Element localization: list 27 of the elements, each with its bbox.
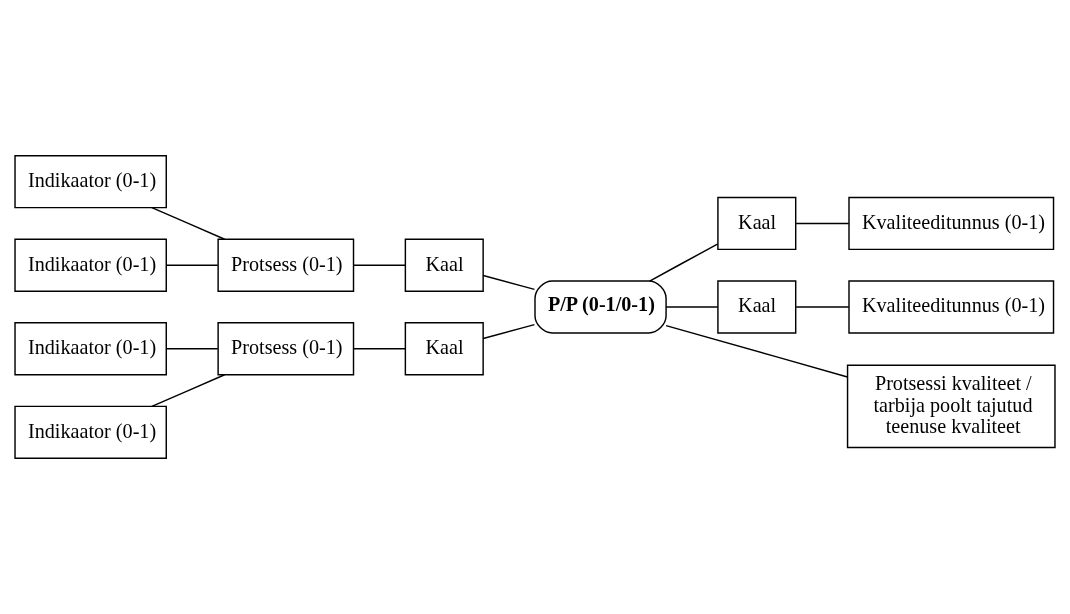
connector: [151, 206, 226, 240]
node-box: Indikaator (0-1): [14, 405, 167, 459]
connector: [165, 348, 219, 350]
node-box: Indikaator (0-1): [14, 155, 167, 209]
node-box: Indikaator (0-1): [14, 238, 167, 292]
node-box: Protsess (0-1): [217, 322, 355, 376]
node-box: Protsess (0-1): [217, 238, 355, 292]
node-box: Kaal: [404, 238, 484, 292]
connector: [795, 306, 850, 308]
connector: [482, 274, 536, 291]
node-box: Kaal: [717, 196, 797, 251]
connector: [482, 323, 536, 340]
node-box: Indikaator (0-1): [14, 322, 167, 376]
connector: [648, 243, 719, 282]
connector: [151, 374, 226, 408]
node-box: Kvaliteeditunnus (0-1): [848, 280, 1055, 334]
node-box: Protsessi kvaliteet / tarbija poolt tajutud teenuse kvaliteet: [846, 364, 1056, 449]
node-box: Kaal: [404, 322, 484, 376]
connector: [665, 324, 849, 378]
connector: [665, 306, 719, 308]
node-box: P/P (0-1/0-1): [534, 280, 667, 334]
connector: [795, 222, 850, 225]
connector: [352, 348, 407, 350]
node-box: Kvaliteeditunnus (0-1): [848, 196, 1055, 251]
connector: [352, 264, 407, 266]
node-box: Kaal: [717, 280, 797, 334]
connector: [165, 264, 219, 266]
